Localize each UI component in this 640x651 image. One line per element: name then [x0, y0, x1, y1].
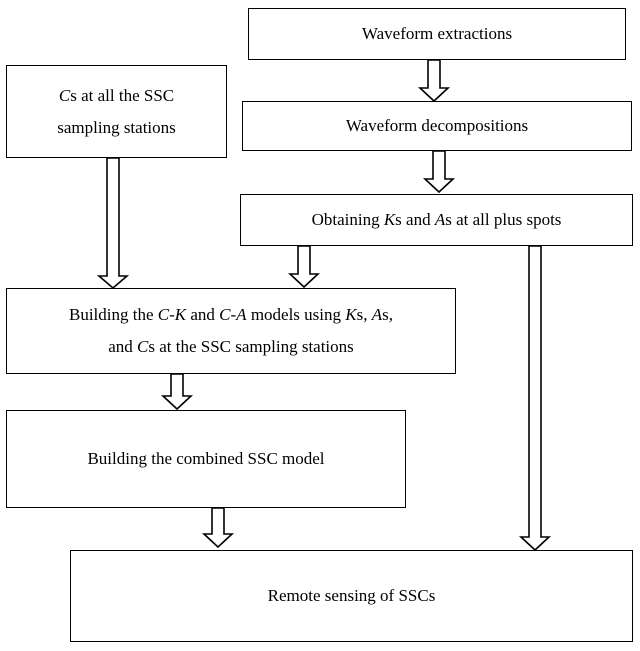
- box-cs-sampling-stations: Cs at all the SSC sampling stations: [6, 65, 227, 158]
- box-remote-sensing: Remote sensing of SSCs: [70, 550, 633, 642]
- arrow-obtaining-to-building-models: [287, 245, 321, 289]
- box-building-models: Building the C-K and C-A models using Ks…: [6, 288, 456, 374]
- box-waveform-decompositions-label: Waveform decompositions: [345, 116, 529, 135]
- arrow-cs-to-building-models: [96, 157, 130, 290]
- arrow-combined-to-remote: [201, 507, 235, 549]
- box-obtaining-ks-as: Obtaining Ks and As at all plus spots: [240, 194, 633, 246]
- box-waveform-extractions: Waveform extractions: [248, 8, 626, 60]
- arrow-decompositions-to-obtaining: [422, 150, 456, 194]
- arrow-obtaining-to-remote: [518, 245, 552, 552]
- box-cs-sampling-stations-label: Cs at all the SSC sampling stations: [57, 85, 176, 137]
- box-obtaining-ks-as-label: Obtaining Ks and As at all plus spots: [311, 210, 562, 229]
- arrow-extractions-to-decompositions: [417, 59, 451, 103]
- box-waveform-extractions-label: Waveform extractions: [361, 24, 513, 43]
- arrow-models-to-combined: [160, 373, 194, 411]
- box-waveform-decompositions: Waveform decompositions: [242, 101, 632, 151]
- box-remote-sensing-label: Remote sensing of SSCs: [267, 586, 436, 605]
- box-combined-ssc-model-label: Building the combined SSC model: [87, 449, 325, 468]
- box-combined-ssc-model: Building the combined SSC model: [6, 410, 406, 508]
- box-building-models-label: Building the C-K and C-A models using Ks…: [69, 305, 393, 356]
